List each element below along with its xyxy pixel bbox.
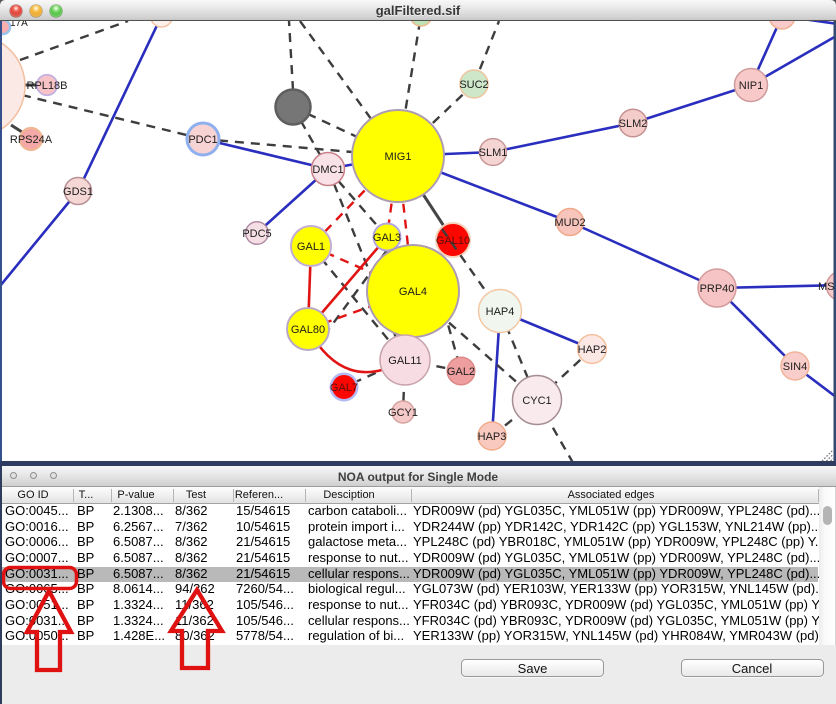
svg-text:SLM2: SLM2 [619, 118, 648, 130]
svg-text:PRP40: PRP40 [700, 283, 735, 295]
svg-text:GDS1: GDS1 [63, 186, 93, 198]
svg-text:HAP3: HAP3 [478, 431, 507, 443]
svg-text:DMC1: DMC1 [312, 164, 343, 176]
svg-text:GCY1: GCY1 [388, 407, 418, 419]
svg-text:CYC1: CYC1 [522, 395, 551, 407]
svg-text:MIG1: MIG1 [385, 151, 412, 163]
svg-text:GAL2: GAL2 [447, 366, 475, 378]
svg-text:NIP1: NIP1 [739, 80, 763, 92]
svg-text:RPS24A: RPS24A [10, 134, 53, 146]
svg-text:SUC2: SUC2 [459, 79, 488, 91]
svg-text:RPL18B: RPL18B [27, 80, 68, 92]
svg-text:HAP4: HAP4 [486, 306, 515, 318]
svg-text:HAP2: HAP2 [578, 344, 607, 356]
svg-text:GAL10: GAL10 [436, 235, 470, 247]
svg-text:GAL11: GAL11 [388, 355, 421, 367]
svg-text:PDC5: PDC5 [242, 228, 271, 240]
svg-text:GAL1: GAL1 [297, 241, 325, 253]
svg-text:MSI1: MSI1 [818, 281, 836, 293]
svg-text:SIN4: SIN4 [783, 361, 807, 373]
svg-text:SLM1: SLM1 [479, 147, 508, 159]
svg-text:PDC1: PDC1 [188, 134, 217, 146]
svg-text:GAL80: GAL80 [291, 324, 325, 336]
svg-text:MUD2: MUD2 [554, 217, 585, 229]
svg-text:GAL7: GAL7 [330, 382, 358, 394]
svg-text:GAL3: GAL3 [373, 232, 401, 244]
svg-text:17A: 17A [10, 21, 28, 29]
svg-text:GAL4: GAL4 [399, 286, 427, 298]
